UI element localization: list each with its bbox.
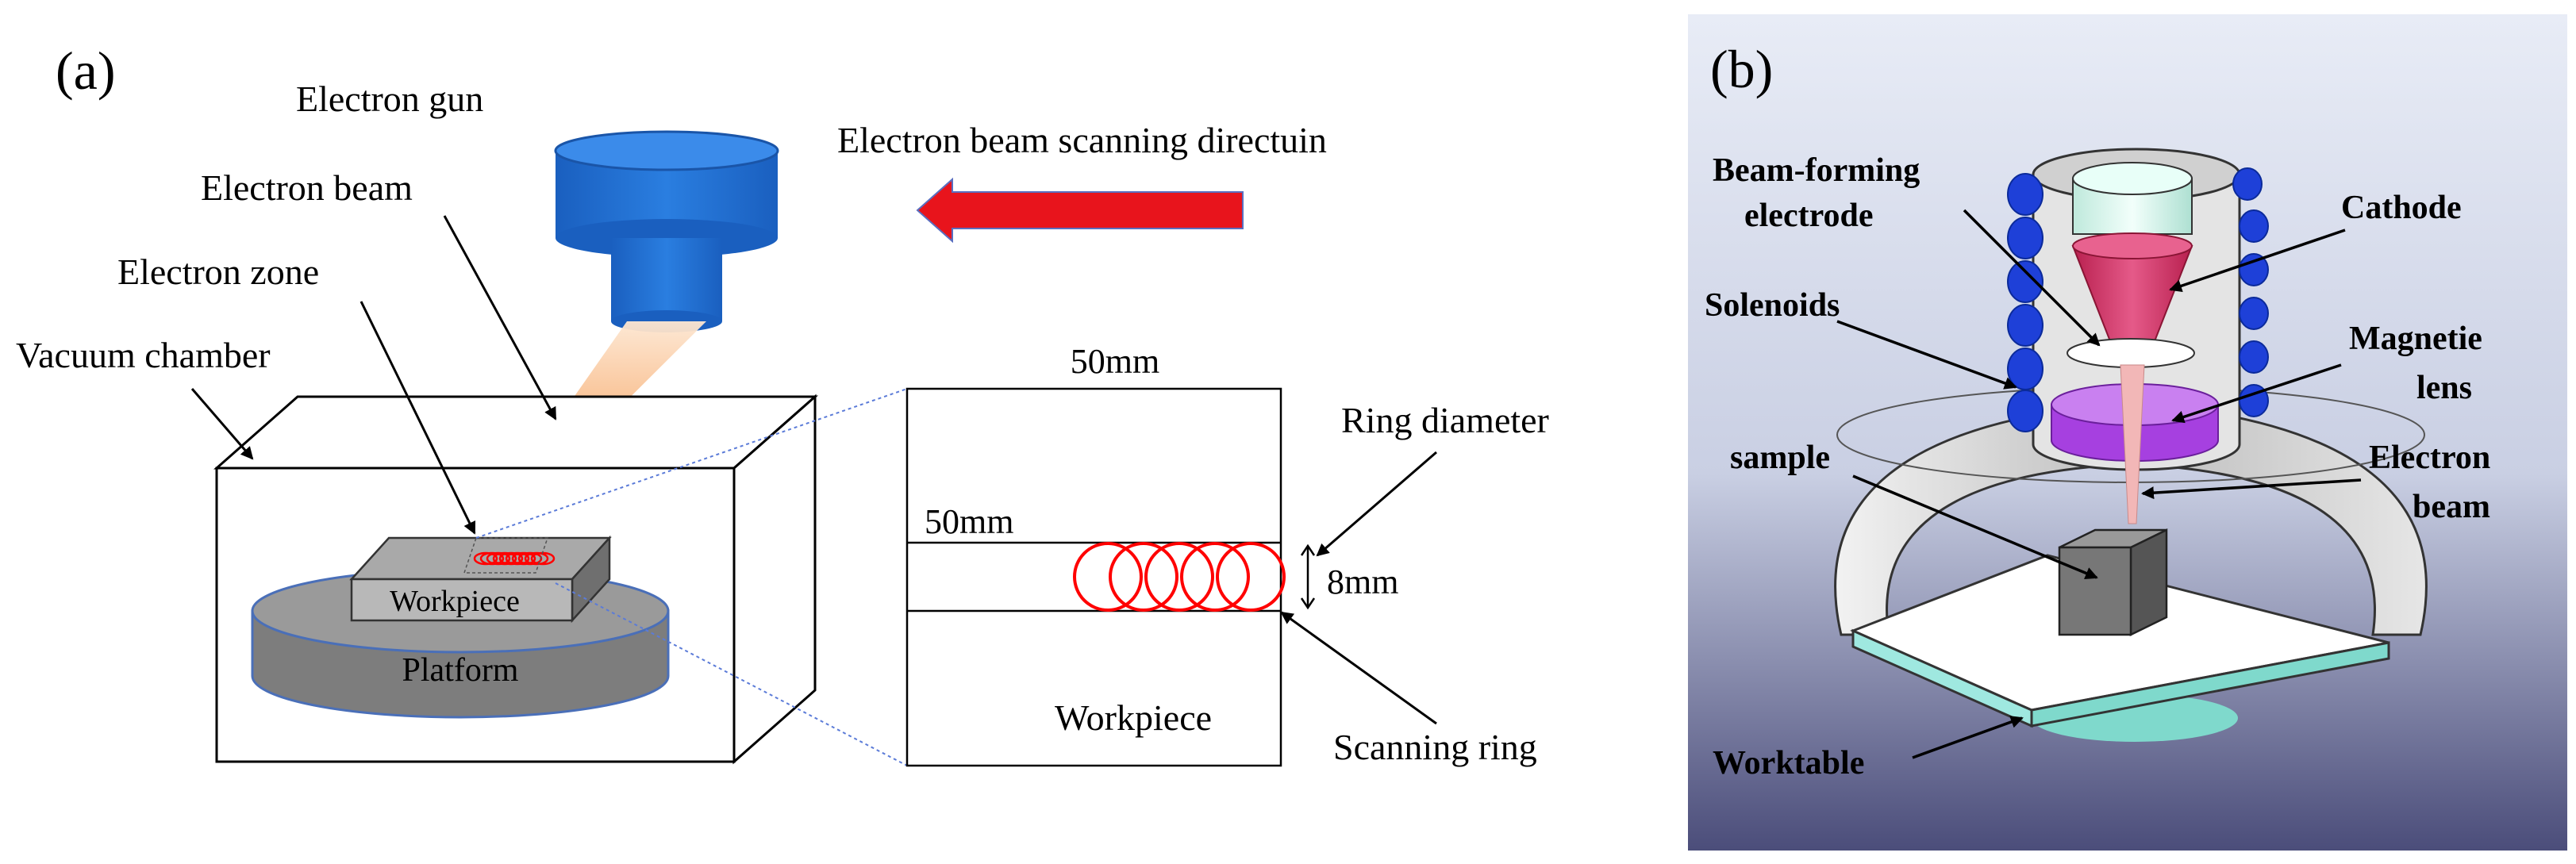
beam-forming-arrow — [1963, 209, 2101, 347]
electron-gun — [554, 130, 779, 332]
electron-zone-label: Electron zone — [117, 252, 319, 292]
panel-b-label: (b) — [1710, 39, 1773, 99]
electron-beam-b — [2120, 364, 2145, 524]
vacuum-chamber-label: Vacuum chamber — [16, 335, 271, 375]
zoom-lines — [475, 388, 908, 766]
scanning-ring-arrow — [1280, 611, 1437, 725]
scanning-ring-label: Scanning ring — [1333, 727, 1537, 767]
detail-width-mid: 50mm — [925, 502, 1013, 541]
solenoid-coils — [2007, 167, 2269, 432]
electron-zone-arrow — [359, 301, 476, 535]
cathode-arrow — [2169, 228, 2346, 293]
detail-width-top: 50mm — [1071, 342, 1159, 381]
vacuum-chamber-arrow — [190, 388, 254, 460]
cathode-label: Cathode — [2341, 190, 2462, 226]
beam-forming-label-1: Beam-forming — [1713, 152, 1920, 189]
electron-beam-label: Electron beam — [201, 167, 413, 208]
detail-workpiece-label: Workpiece — [1055, 697, 1212, 738]
gap-dimension — [1300, 543, 1316, 610]
top-cylinder — [2072, 162, 2193, 235]
electron-zone-rings — [473, 551, 556, 566]
panel-a: (a) Platform Workpiece — [16, 40, 1549, 767]
electron-beam-arrow — [443, 215, 557, 420]
platform-label: Platform — [402, 652, 519, 689]
gap-label: 8mm — [1327, 563, 1398, 601]
sample-label: sample — [1730, 440, 1830, 476]
electron-beam-label-2: beam — [2413, 489, 2490, 525]
scanning-rings — [1073, 542, 1286, 612]
panel-a-label: (a) — [56, 40, 115, 101]
sample-block — [2058, 528, 2168, 637]
cathode-cone — [2071, 232, 2193, 342]
magnetic-lens-label-2: lens — [2416, 370, 2472, 406]
magnetic-lens-arrow — [2171, 363, 2342, 424]
panel-b: (b) — [1688, 14, 2567, 851]
sample-arrow — [1852, 474, 2098, 579]
worktable-label: Worktable — [1713, 745, 1864, 781]
magnetic-lens-label-1: Magnetie — [2349, 321, 2482, 357]
solenoids-arrow — [1836, 320, 2017, 390]
electron-gun-label: Electron gun — [296, 79, 483, 119]
beam-forming-label-2: electrode — [1744, 198, 1873, 234]
electron-zone-outline — [463, 537, 549, 574]
scan-direction-label: Electron beam scanning directuin — [837, 120, 1327, 160]
electron-beam-arrow-b — [2141, 478, 2362, 500]
solenoids-label: Solenoids — [1705, 287, 1840, 324]
beam-forming-disk — [2067, 338, 2195, 368]
worktable-arrow — [1912, 716, 2024, 759]
ring-diameter-label: Ring diameter — [1341, 400, 1549, 440]
workpiece-label: Workpiece — [390, 585, 520, 618]
scan-direction-arrow — [916, 177, 1244, 244]
ring-diameter-arrow — [1316, 451, 1437, 557]
electron-beam-label-1: Electron — [2369, 440, 2490, 476]
